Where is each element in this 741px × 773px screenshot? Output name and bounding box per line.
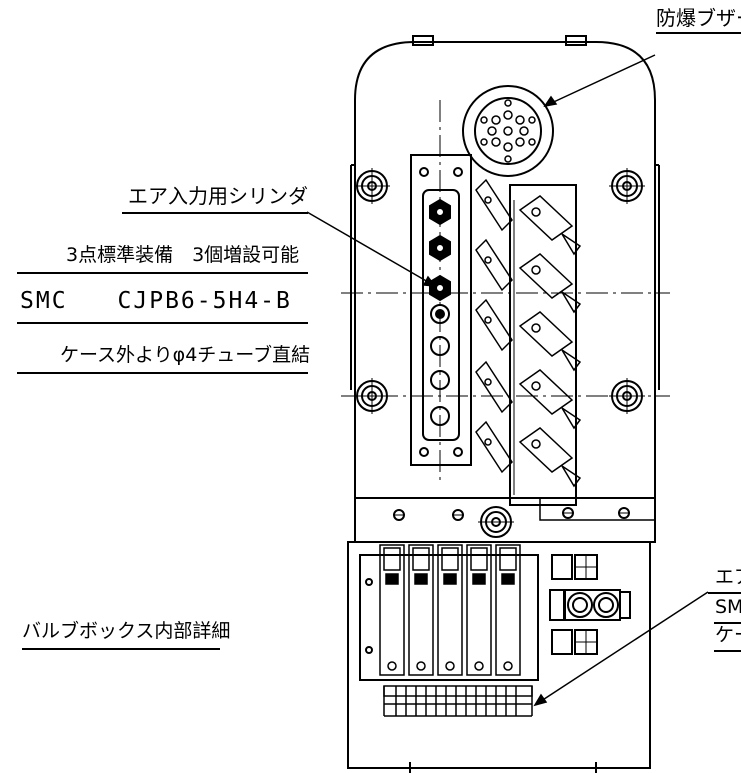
tube-fittings — [383, 685, 533, 717]
solenoid-valves — [379, 544, 521, 676]
smc-part-number-label: SMC CJPB6-5H4-B — [20, 288, 292, 314]
cylinder-panel — [410, 154, 472, 466]
smc-part-number-underline — [17, 322, 308, 324]
limit-switch-4 — [518, 369, 582, 430]
cylinder-fitting-2 — [429, 234, 451, 262]
solenoid-valve-2 — [408, 544, 434, 676]
cylinder-fitting-1 — [429, 198, 451, 226]
solenoid-valve-4 — [466, 544, 492, 676]
limit-switch-2 — [518, 253, 582, 314]
right-label-line1-underline — [708, 592, 741, 594]
valve-box-detail-underline — [22, 648, 220, 650]
solenoid-valve-1 — [379, 544, 405, 676]
air-input-cylinder-underline — [122, 212, 308, 214]
valve-box-detail-label: バルブボックス内部詳細 — [22, 620, 231, 642]
buzzer-connector — [462, 85, 554, 177]
valve-box — [347, 541, 651, 773]
three-points-underline — [17, 272, 308, 274]
cylinder-port-6 — [430, 370, 450, 390]
right-label-line2: SM — [715, 596, 741, 618]
mounting-hole-top-right — [609, 168, 645, 204]
right-label-line3: ケー — [715, 624, 741, 646]
solenoid-valve-5 — [495, 544, 521, 676]
mounting-hole-top-left — [354, 168, 390, 204]
buzzer-label: 防爆ブザー — [656, 6, 741, 30]
side-fittings — [549, 554, 631, 655]
switch-column-left — [475, 178, 513, 474]
right-label-line2-underline — [714, 622, 741, 624]
leader-lines — [306, 54, 709, 707]
cylinder-fitting-3 — [429, 274, 451, 302]
upper-enclosure — [350, 35, 660, 499]
direct-tube-label: ケース外よりφ4チューブ直結 — [60, 344, 311, 366]
air-input-cylinder-label: エア入力用シリンダ — [128, 184, 308, 208]
switch-block — [509, 184, 582, 506]
limit-switch-3 — [518, 311, 582, 372]
solenoid-valve-3 — [437, 544, 463, 676]
mounting-hole-center — [478, 506, 514, 538]
direct-tube-underline — [17, 372, 308, 374]
right-label-line3-underline — [714, 650, 741, 652]
mounting-holes — [354, 168, 645, 538]
cylinder-port-5 — [430, 336, 450, 356]
buzzer-label-underline — [656, 32, 741, 34]
cylinder-port-7 — [430, 406, 450, 426]
limit-switch-5 — [518, 427, 582, 488]
three-points-label: 3点標準装備 3個増設可能 — [66, 244, 300, 266]
cylinder-port-4 — [430, 304, 450, 324]
right-label-line1: エア — [715, 566, 741, 588]
limit-switch-1 — [518, 195, 582, 256]
